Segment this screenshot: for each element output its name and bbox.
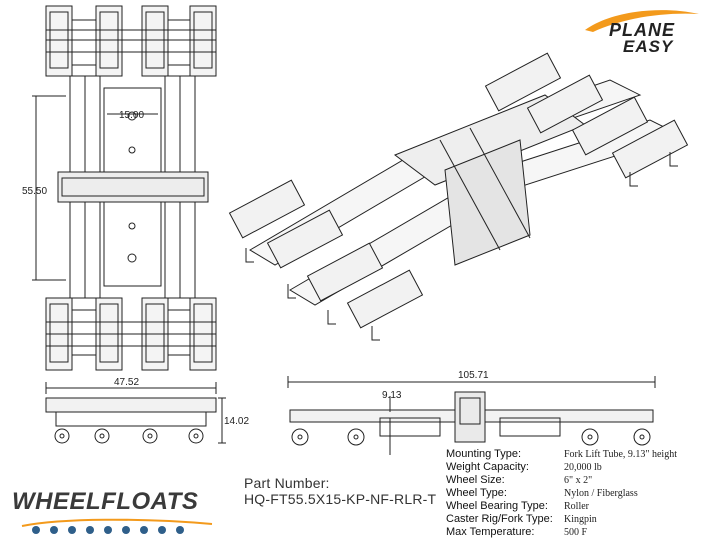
spec-row-bearing-type: Wheel Bearing Type: Roller	[446, 500, 704, 513]
spec-value: 500 F	[564, 527, 588, 538]
wheel-floats-logo: WHEELFLOATS	[12, 486, 213, 540]
spec-row-mounting: Mounting Type: Fork Lift Tube, 9.13" hei…	[446, 448, 704, 461]
part-number-label: Part Number:	[244, 475, 330, 491]
side-view-drawing	[287, 376, 656, 455]
plane-easy-line2: EASY	[623, 37, 674, 56]
overall-width-label: 47.52	[114, 377, 139, 388]
side-length-label: 105.71	[458, 370, 489, 381]
lift-height-label: 9.13	[382, 390, 402, 401]
spec-label: Mounting Type:	[446, 448, 522, 460]
spec-row-weight-capacity: Weight Capacity: 20,000 lb	[446, 461, 704, 474]
spec-label: Wheel Size:	[446, 474, 505, 486]
isometric-view-drawing	[228, 52, 689, 341]
wheel-floats-wordmark: WHEELFLOATS	[12, 488, 199, 515]
spec-row-wheel-size: Wheel Size: 6" x 2"	[446, 474, 704, 487]
top-view-wheel-group-top	[45, 5, 217, 77]
spec-row-wheel-type: Wheel Type: Nylon / Fiberglass	[446, 487, 704, 500]
spec-row-max-temperature: Max Temperature: 500 F	[446, 526, 704, 539]
spec-value: Fork Lift Tube, 9.13" height	[564, 449, 677, 460]
specs-table: Mounting Type: Fork Lift Tube, 9.13" hei…	[446, 448, 704, 539]
plane-swoosh-icon	[585, 10, 699, 32]
spec-value: 6" x 2"	[564, 475, 593, 486]
spec-label: Wheel Bearing Type:	[446, 500, 548, 512]
center-width-label: 15.00	[119, 110, 144, 121]
front-view-drawing	[45, 397, 226, 444]
plane-easy-logo: PLANE EASY	[583, 4, 701, 58]
spec-label: Max Temperature:	[446, 526, 535, 538]
spec-value: Kingpin	[564, 514, 597, 525]
part-number-value: HQ-FT55.5X15-KP-NF-RLR-T	[244, 491, 437, 507]
plane-easy-line1: PLANE	[609, 20, 676, 40]
wheel-row-icon	[21, 518, 213, 534]
spec-row-caster-rig: Caster Rig/Fork Type: Kingpin	[446, 513, 704, 526]
top-view-wheel-group-bottom	[45, 297, 217, 371]
spec-label: Wheel Type:	[446, 487, 507, 499]
overall-length-label: 55.50	[22, 186, 47, 197]
spec-label: Weight Capacity:	[446, 461, 529, 473]
spec-value: Nylon / Fiberglass	[564, 488, 638, 499]
spec-value: 20,000 lb	[564, 462, 602, 473]
spec-value: Roller	[564, 501, 589, 512]
spec-label: Caster Rig/Fork Type:	[446, 513, 553, 525]
side-height-label: 14.02	[224, 416, 249, 427]
